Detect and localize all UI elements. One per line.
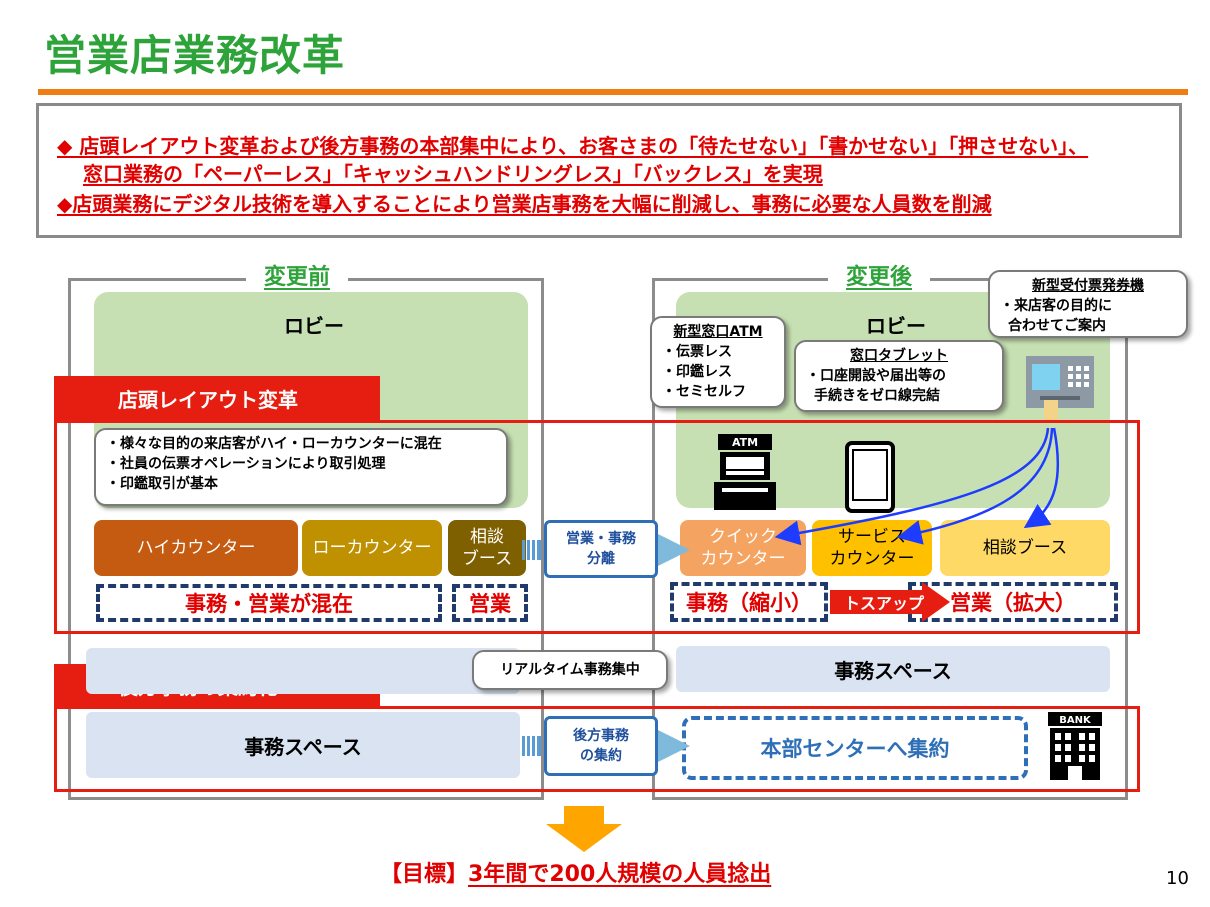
before-callout-line-1: ・様々な目的の来店客がハイ・ローカウンターに混在: [106, 436, 442, 452]
tossup-arrow: トスアップ: [830, 582, 952, 622]
atm-callout: 新型窓口ATM ・伝票レス ・印鑑レス ・セミセルフ: [650, 316, 786, 408]
before-label: 変更前: [246, 259, 349, 291]
low-counter: ローカウンター: [302, 520, 442, 576]
before-mixed-box: 事務・営業が混在: [96, 584, 442, 622]
before-callout-line-2: ・社員の伝票オペレーションにより取引処理: [106, 456, 386, 472]
high-counter: ハイカウンター: [94, 520, 298, 576]
before-callout-line-3: ・印鑑取引が基本: [106, 476, 218, 492]
after-office-small-box: 事務（縮小）: [670, 582, 828, 622]
consult-booth-after: 相談ブース: [940, 520, 1110, 576]
consult-booth-before: 相談 ブース: [448, 520, 526, 576]
atm-icon: ATM: [712, 430, 778, 512]
separation-label: 営業・事務 分離: [544, 520, 658, 578]
ticket-callout-item-2: 合わせてご案内: [1008, 318, 1106, 334]
backoffice-box: [54, 706, 1140, 792]
summary-box: ◆ 店頭レイアウト変革および後方事務の本部集中により、お客さまの「待たせない」「…: [36, 103, 1182, 238]
atm-callout-item-1: ・伝票レス: [662, 344, 732, 360]
ticket-callout: 新型受付票発券機 ・来店客の目的に 合わせてご案内: [988, 270, 1188, 338]
bank-icon: BANK: [1046, 712, 1104, 780]
before-callout: ・様々な目的の来店客がハイ・ローカウンターに混在 ・社員の伝票オペレーションによ…: [94, 428, 508, 506]
before-office-top: [86, 648, 520, 694]
tablet-icon: [844, 440, 896, 514]
storefront-box: [54, 420, 1140, 634]
after-label: 変更後: [828, 259, 931, 291]
ticket-callout-item-1: ・来店客の目的に: [1000, 298, 1112, 314]
ticket-callout-heading: 新型受付票発券機: [1032, 278, 1144, 294]
page-number: 10: [1166, 868, 1189, 889]
before-lobby-label: ロビー: [284, 314, 344, 338]
atm-icon-text: ATM: [732, 436, 758, 449]
before-sales-box: 営業: [452, 584, 528, 622]
before-office-space: 事務スペース: [86, 712, 520, 778]
summary-line-1: ◆ 店頭レイアウト変革および後方事務の本部集中により、お客さまの「待たせない」「…: [57, 134, 1089, 158]
summary-line-3: ◆店頭業務にデジタル技術を導入することにより営業店事務を大幅に削減し、事務に必要…: [57, 192, 992, 216]
page-title: 営業店業務改革: [44, 31, 346, 80]
goal-main: 3年間で200人規模の人員捻出: [468, 862, 772, 887]
tablet-callout-item-1: ・口座開設や届出等の: [806, 368, 946, 384]
goal-prefix: 【目標】: [380, 862, 469, 887]
tossup-label: トスアップ: [844, 594, 925, 613]
realtime-callout: リアルタイム事務集中: [472, 650, 668, 690]
goal-down-arrow: [546, 806, 622, 852]
ticket-machine-icon: [1026, 356, 1094, 420]
after-lobby-label: ロビー: [866, 314, 926, 338]
atm-callout-heading: 新型窓口ATM: [673, 324, 763, 340]
tablet-callout-item-2: 手続きをゼロ線完結: [814, 388, 940, 404]
storefront-tab: 店頭レイアウト変革: [54, 376, 380, 420]
atm-callout-item-2: ・印鑑レス: [662, 364, 732, 380]
tablet-callout: 窓口タブレット ・口座開設や届出等の 手続きをゼロ線完結: [794, 340, 1004, 412]
goal-text: 【目標】3年間で200人規模の人員捻出: [380, 856, 771, 888]
tablet-callout-heading: 窓口タブレット: [850, 348, 948, 364]
after-office-space: 事務スペース: [676, 646, 1110, 692]
bank-icon-text: BANK: [1059, 715, 1092, 726]
summary-line-2: 窓口業務の「ペーパーレス」「キャッシュハンドリングレス」「バックレス」を実現: [83, 162, 823, 186]
title-rule: [38, 89, 1188, 95]
consolidation-label: 後方事務 の集約: [544, 716, 658, 776]
atm-callout-item-3: ・セミセルフ: [662, 384, 746, 400]
